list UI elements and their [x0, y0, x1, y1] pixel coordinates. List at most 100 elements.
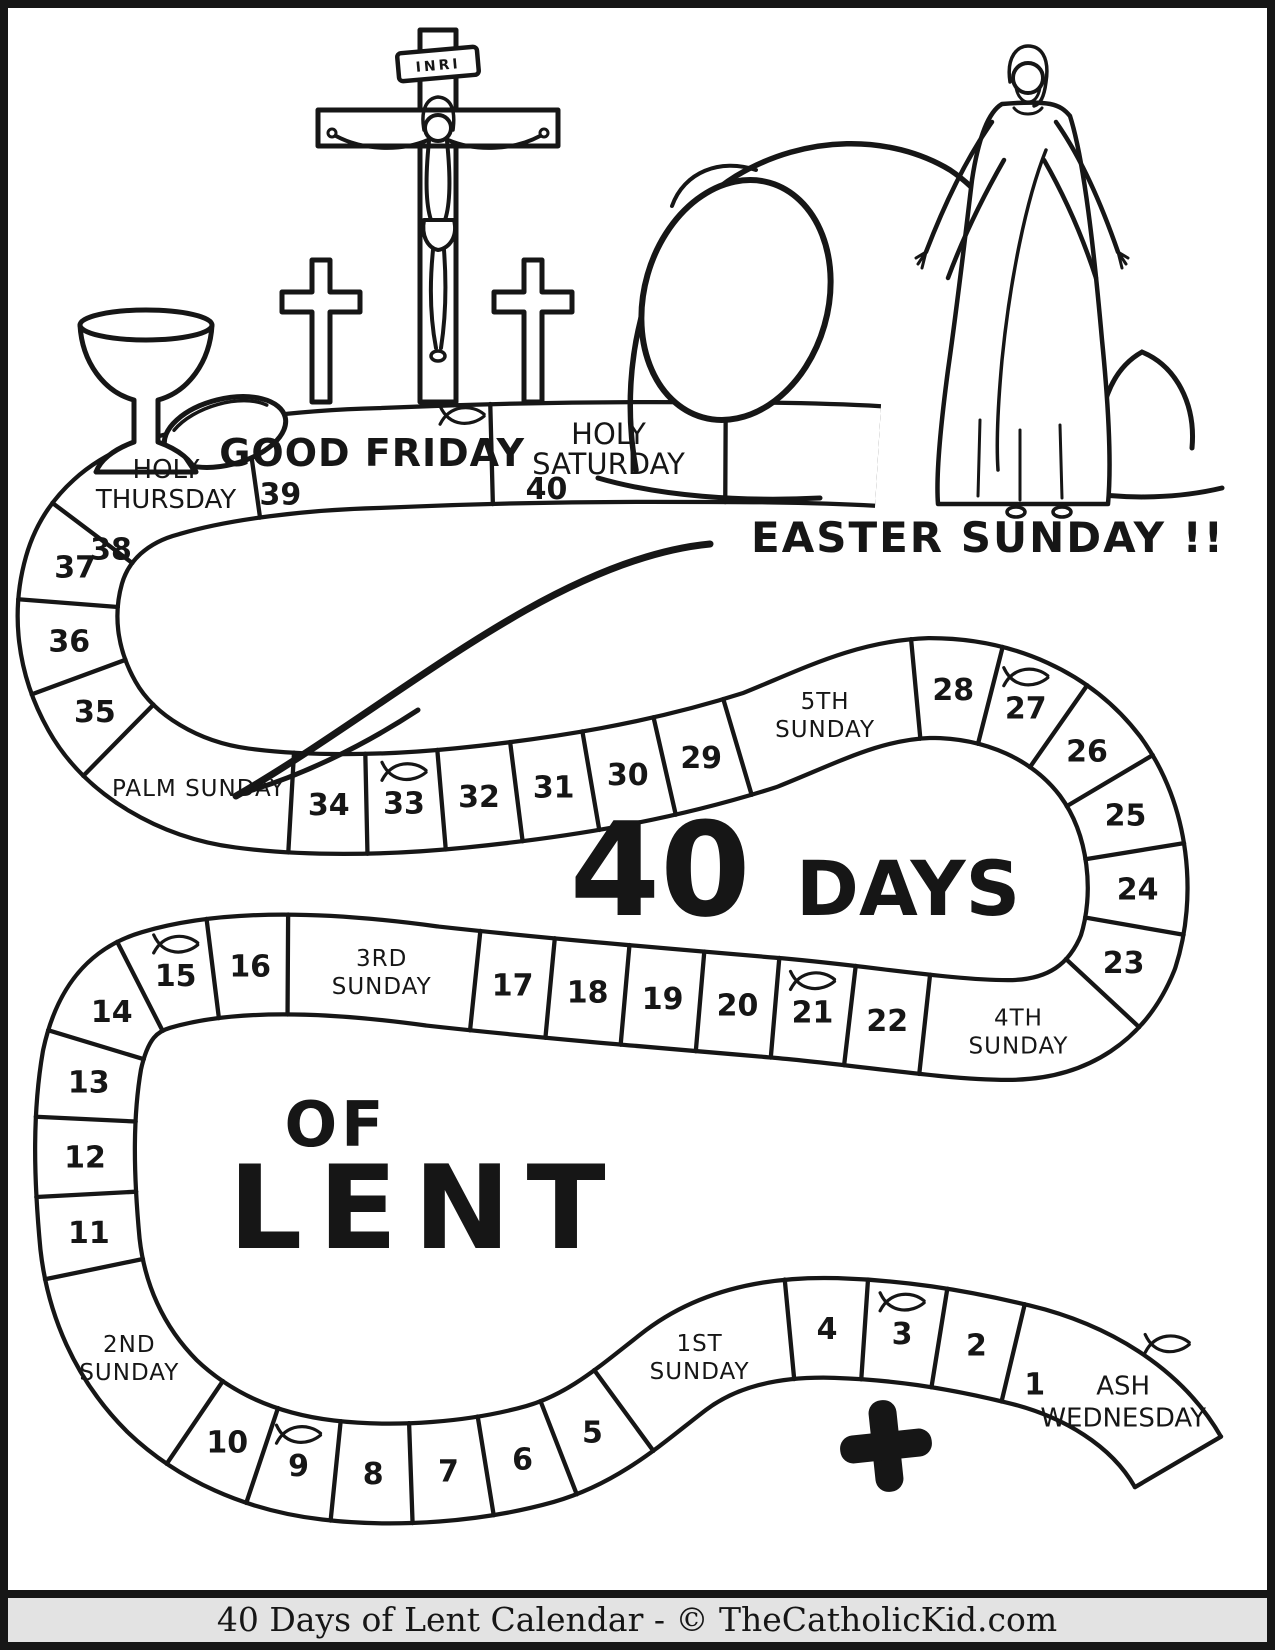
- hand-right: [538, 127, 550, 139]
- stone-rim: [670, 163, 758, 208]
- torso-right: [443, 139, 452, 222]
- board-space-content: ASHWEDNESDAY12341STSUNDAY56789102NDSUNDA…: [48, 404, 1206, 1492]
- space-number-31: 31: [533, 771, 575, 806]
- space-divider: [488, 401, 496, 507]
- space-number-7: 7: [438, 1455, 459, 1490]
- sleeve-right-bottom: [1041, 157, 1099, 281]
- space-divider: [328, 1418, 343, 1523]
- loincloth: [421, 218, 457, 252]
- space-number-18: 18: [567, 976, 609, 1011]
- sunday-label: 4TH: [994, 1006, 1043, 1032]
- small-cross-right: [491, 257, 575, 405]
- sunday-label: SUNDAY: [969, 1034, 1069, 1060]
- space-number-35: 35: [74, 695, 116, 730]
- sleeve-left-top: [923, 119, 995, 255]
- space-number-32: 32: [458, 780, 500, 815]
- sunday-label: SUNDAY: [332, 974, 432, 1000]
- space-number-37: 37: [54, 550, 96, 585]
- sash: [995, 148, 1048, 472]
- space-number-19: 19: [642, 982, 684, 1017]
- space-number-28: 28: [932, 673, 974, 708]
- bread-fold: [172, 398, 269, 433]
- jesus-hair: [1007, 44, 1049, 108]
- leg-left: [428, 248, 438, 350]
- space-divider: [81, 702, 156, 778]
- arm-right: [446, 134, 542, 150]
- space-number-17: 17: [492, 968, 534, 1003]
- space-divider: [592, 1368, 656, 1453]
- space-number-29: 29: [680, 741, 722, 776]
- chalice-rim: [77, 307, 215, 343]
- foot-right: [1051, 505, 1073, 519]
- holy-thursday-label: HOLY: [133, 455, 200, 485]
- space-divider: [1082, 915, 1186, 937]
- head: [423, 113, 453, 143]
- space-number-40: 40: [526, 472, 568, 507]
- jesus-on-cross: [326, 95, 550, 363]
- title-40-days: 40 DAYS: [570, 794, 1021, 946]
- title-lent: LENT: [228, 1141, 621, 1276]
- space-number-20: 20: [717, 989, 759, 1024]
- space-number-16: 16: [229, 949, 271, 984]
- easter-sunday-label: EASTER SUNDAY !!: [751, 513, 1225, 562]
- holy-saturday-label: SATURDAY: [532, 447, 685, 481]
- small-cross-left: [279, 257, 363, 405]
- space-number-36: 36: [48, 625, 90, 660]
- sunday-label: SUNDAY: [775, 717, 875, 743]
- chalice-cup: [77, 322, 215, 475]
- space-divider: [999, 1302, 1027, 1404]
- foot-left: [1005, 505, 1027, 519]
- ground-line-left: [595, 475, 823, 502]
- space-number-9: 9: [288, 1449, 309, 1484]
- palm-branch-stem-small: [243, 707, 421, 795]
- space-divider: [538, 1398, 579, 1497]
- inri-label: INRI: [415, 56, 461, 76]
- sunday-label: 3RD: [356, 946, 407, 972]
- crucifixion-scene: INRI: [279, 27, 575, 405]
- crucifix-post: [417, 27, 459, 405]
- good-friday-label: GOOD FRIDAY: [219, 431, 525, 475]
- space-number-34: 34: [308, 788, 350, 823]
- space-divider: [50, 500, 135, 566]
- arm-left: [334, 134, 430, 150]
- chalice-and-bread: [77, 307, 289, 475]
- space-divider: [1027, 683, 1090, 770]
- footer-bar-top-border: [4, 1590, 1271, 1598]
- space-divider: [929, 1286, 950, 1390]
- space-number-12: 12: [64, 1141, 106, 1176]
- space-number-6: 6: [512, 1443, 533, 1478]
- space-divider: [285, 912, 291, 1017]
- space-divider: [651, 715, 678, 817]
- footer-credit-text: 40 Days of Lent Calendar - © TheCatholic…: [217, 1600, 1057, 1639]
- risen-jesus-figure: [914, 44, 1130, 519]
- inri-plaque: [395, 44, 481, 84]
- space-divider: [475, 1414, 496, 1518]
- sunday-label: SUNDAY: [79, 1360, 179, 1386]
- space-divider: [507, 739, 525, 844]
- sleeve-right-top: [1053, 119, 1121, 255]
- space-divider: [406, 1420, 415, 1526]
- space-divider: [34, 1189, 139, 1200]
- space-divider: [29, 657, 128, 697]
- space-divider: [782, 1277, 797, 1382]
- leg-right: [439, 248, 448, 350]
- space-divider: [908, 636, 923, 741]
- holy-saturday-label: HOLY: [571, 417, 646, 451]
- space-number-3: 3: [892, 1317, 913, 1352]
- space-divider: [286, 750, 297, 855]
- torso-left: [424, 139, 433, 222]
- neckline: [1012, 106, 1044, 116]
- hand-right-fingers: [1116, 250, 1130, 270]
- sunday-label: 5TH: [801, 689, 850, 715]
- space-divider: [363, 751, 370, 856]
- space-divider: [1063, 956, 1142, 1030]
- space-divider: [164, 1378, 226, 1466]
- space-divider: [543, 936, 557, 1040]
- hair: [421, 95, 456, 132]
- space-divider: [1083, 841, 1187, 862]
- space-divider: [33, 1114, 138, 1124]
- space-number-11: 11: [68, 1216, 110, 1251]
- space-number-33: 33: [383, 786, 425, 821]
